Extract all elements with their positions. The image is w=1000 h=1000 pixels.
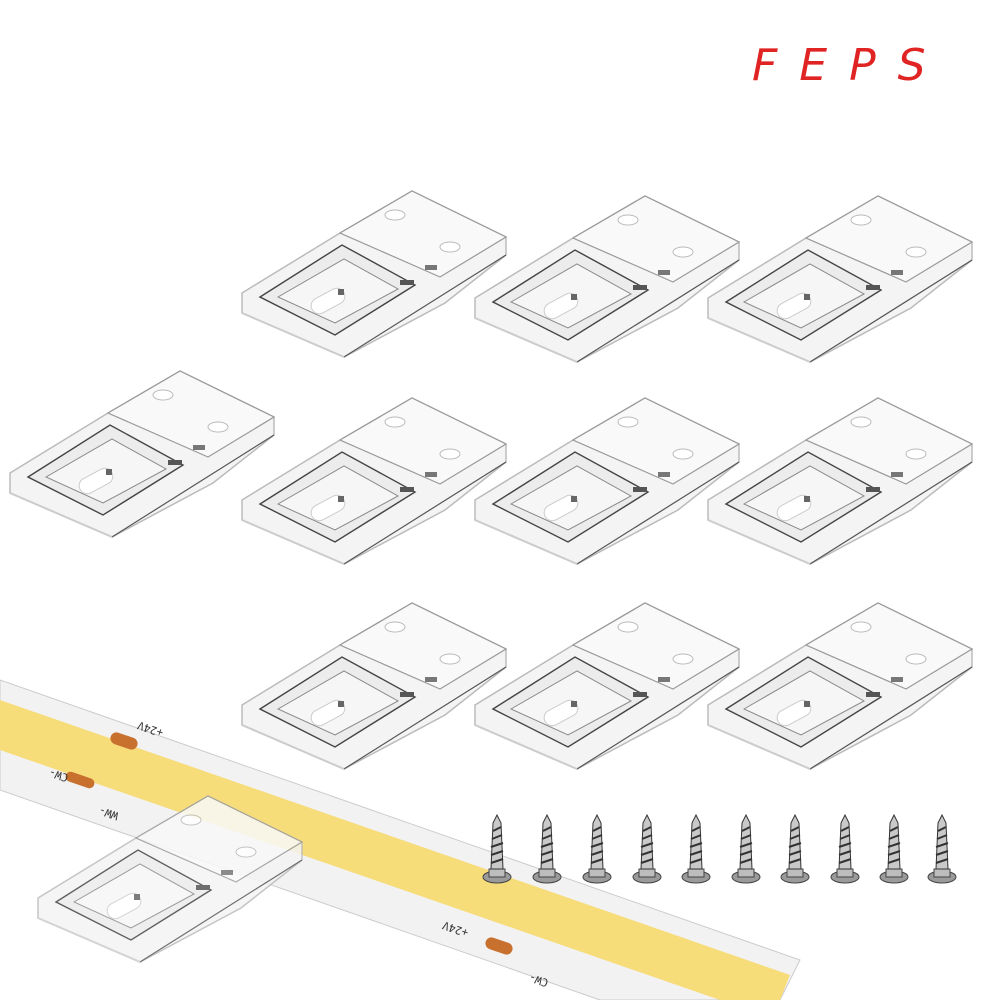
clip <box>474 397 740 565</box>
screw <box>482 814 512 884</box>
clip <box>241 397 507 565</box>
clip <box>241 602 507 770</box>
screw <box>582 814 612 884</box>
screw <box>632 814 662 884</box>
strip-label-cw: CW- <box>47 766 70 785</box>
clip-row-3 <box>241 602 973 770</box>
screw <box>780 814 810 884</box>
screw <box>830 814 860 884</box>
led-strip: +24V CW- WW- +24V CW- <box>0 679 801 1000</box>
clip <box>9 370 275 538</box>
clip <box>707 602 973 770</box>
brand-logo: FEPS <box>752 40 948 91</box>
clip <box>707 397 973 565</box>
screw-set <box>482 814 957 884</box>
screw <box>532 814 562 884</box>
screw <box>731 814 761 884</box>
clip <box>707 195 973 363</box>
clip <box>241 190 507 358</box>
clip-row-1 <box>241 190 973 363</box>
clip <box>474 195 740 363</box>
screw <box>681 814 711 884</box>
strip-label-cw-2: CW- <box>527 971 550 990</box>
screw <box>927 814 957 884</box>
screw <box>879 814 909 884</box>
strip-label-ww: WW- <box>97 804 120 823</box>
clip-row-2 <box>9 370 973 565</box>
clip <box>474 602 740 770</box>
